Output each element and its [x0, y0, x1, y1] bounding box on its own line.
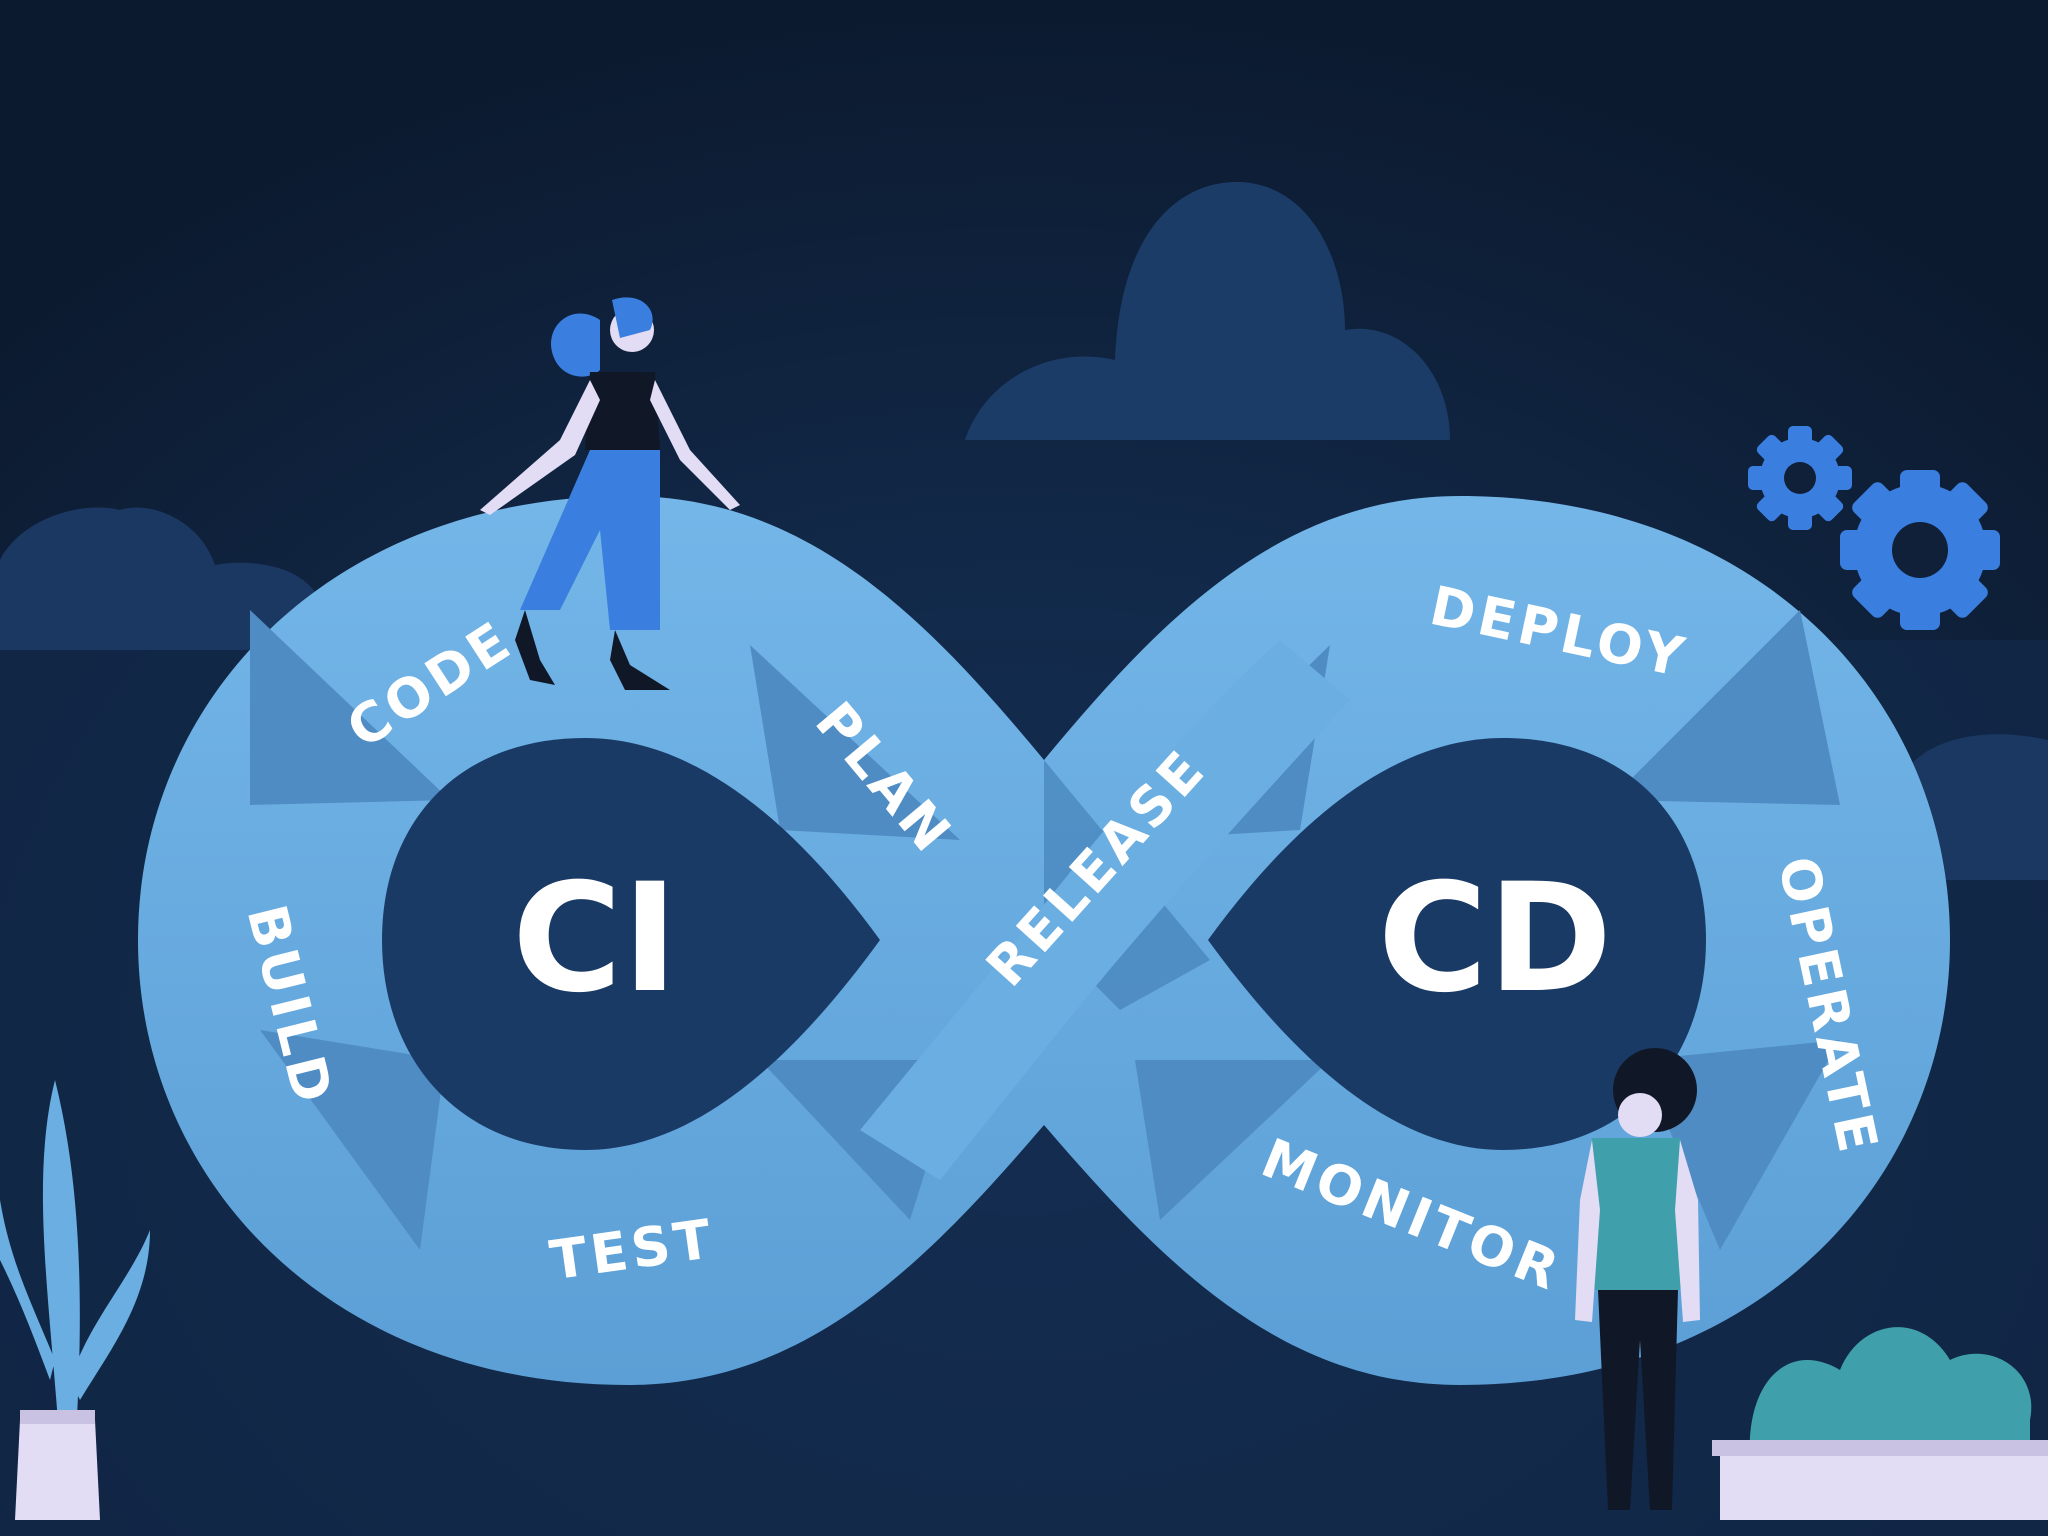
- ci-hub: [382, 738, 880, 1150]
- gear-icon: [1840, 470, 2000, 630]
- infinity-loop: [138, 496, 1950, 1385]
- plant-icon: [0, 1080, 150, 1520]
- plant-icon: [1712, 1327, 2048, 1520]
- gear-icon: [1748, 426, 1852, 530]
- cloud-icon: [965, 181, 1450, 440]
- person-icon: [1575, 1048, 1700, 1510]
- cd-hub: [1208, 738, 1706, 1150]
- cd-label: CD: [1378, 852, 1613, 1026]
- ci-label: CI: [512, 852, 678, 1026]
- cloud-icon: [0, 507, 330, 650]
- person-icon: [480, 297, 740, 690]
